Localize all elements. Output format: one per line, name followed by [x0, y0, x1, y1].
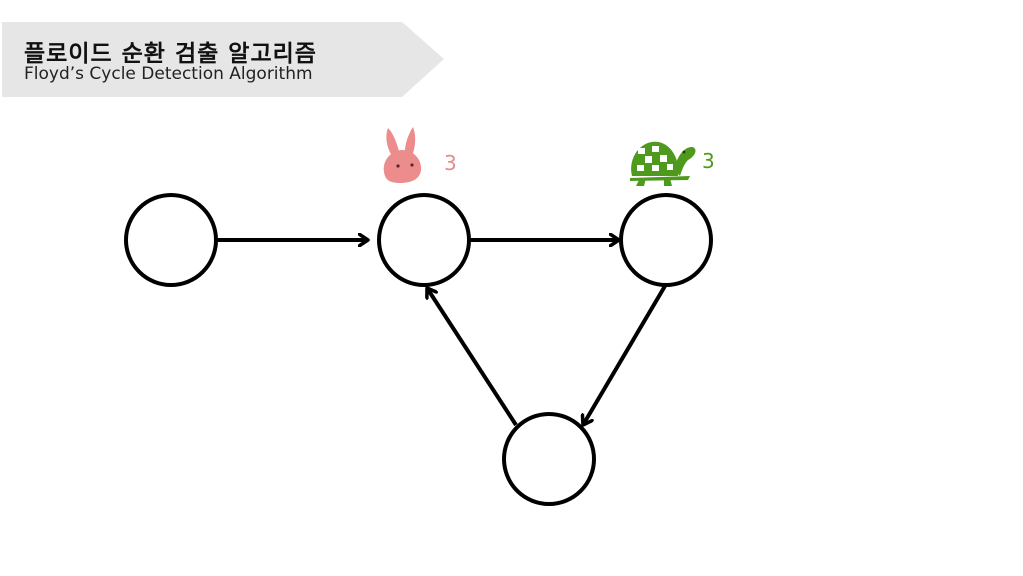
rabbit-icon	[383, 127, 422, 183]
title-korean: 플로이드 순환 검출 알고리즘	[24, 41, 317, 67]
node-1	[124, 193, 218, 287]
node-2	[377, 193, 471, 287]
node-4	[502, 412, 596, 506]
title-english: Floyd’s Cycle Detection Algorithm	[24, 64, 313, 84]
turtle-step-count: 3	[702, 149, 715, 173]
edge-n3-n4	[583, 284, 667, 425]
turtle-icon	[630, 141, 696, 186]
rabbit-step-count: 3	[444, 151, 457, 175]
node-3	[619, 193, 713, 287]
edge-n4-n2	[427, 288, 518, 427]
title-banner: 플로이드 순환 검출 알고리즘 Floyd’s Cycle Detection …	[2, 22, 444, 97]
banner-arrow-shape	[2, 22, 444, 97]
